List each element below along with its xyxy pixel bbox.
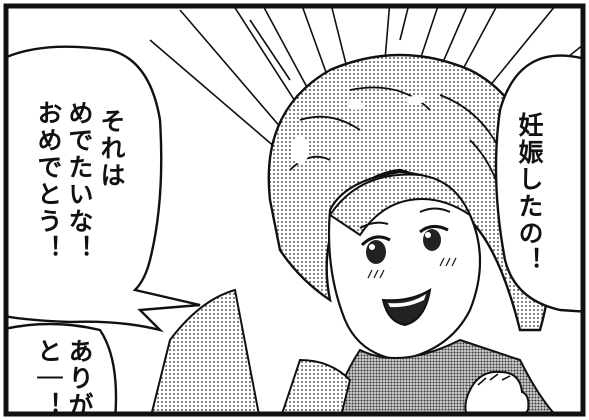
speech-bubble-right	[494, 54, 583, 313]
speech-right-line-1: 妊娠したの！	[515, 112, 544, 274]
speech-bottom-left-line-1: ありが	[65, 338, 94, 419]
eyes	[360, 225, 449, 264]
speech-bottom-left-line-2: と｜！	[34, 338, 63, 419]
friend-shoulder	[150, 288, 260, 414]
speech-left-line-3: おめでとう！	[34, 100, 63, 262]
speech-bubble-left	[6, 45, 201, 333]
speech-left-line-2: めでたいな！	[65, 100, 94, 262]
panel-border	[3, 3, 586, 417]
speech-bubble-bottom-left	[6, 322, 118, 414]
speech-left-line-1: それは	[97, 108, 126, 189]
